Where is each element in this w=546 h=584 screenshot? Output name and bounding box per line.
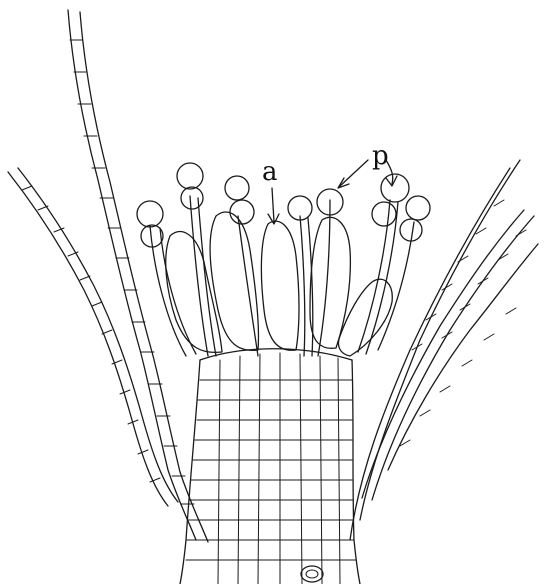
label-p-annotation: p [338,141,397,188]
left-curved-filament [8,168,178,506]
cross-section-symbol [301,566,323,582]
asci-group [166,212,393,356]
label-a-annotation: a [262,157,279,224]
paraphyses-group [137,163,430,356]
label-p: p [372,141,389,171]
receptacle-stalk [180,349,360,584]
label-a: a [262,157,278,187]
